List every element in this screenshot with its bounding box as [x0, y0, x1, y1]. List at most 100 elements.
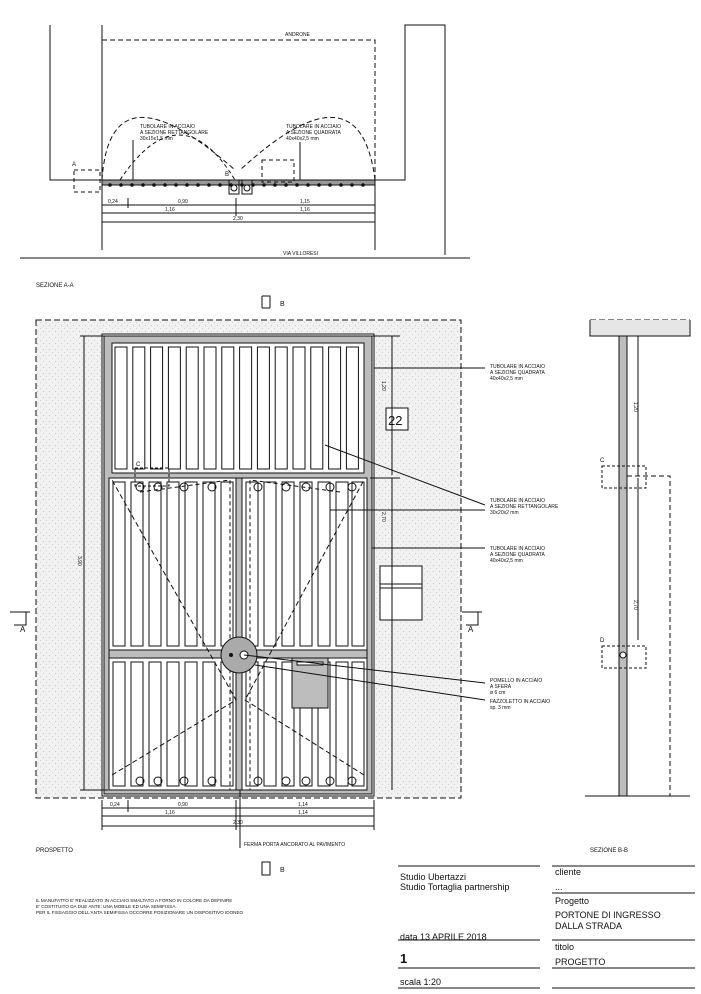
plan-mark-a: A [72, 162, 76, 168]
callout-4-line-2: A SFERA [490, 684, 512, 690]
leaf-bar-upper [281, 481, 295, 647]
leaf-bar-upper [220, 481, 234, 647]
leaf-bar-lower [112, 661, 126, 787]
title-block [398, 865, 695, 989]
leaf-bar-upper [317, 481, 331, 647]
stud-icon [185, 183, 189, 187]
scroll-ornaments [135, 482, 357, 786]
title-value: PROGETTO [555, 957, 605, 967]
prospetto-label: PROSPETTO [36, 848, 73, 854]
transom-bar [114, 346, 128, 470]
callout-1-line-1: TUBOLARE IN ACCIAIO [490, 364, 545, 370]
client-label: cliente [555, 867, 581, 877]
transom-bar [345, 346, 359, 470]
leaf-bar-lower [335, 661, 349, 787]
stud-icon [350, 183, 354, 187]
transom-panel [111, 342, 365, 474]
leaf-bar-upper [245, 481, 259, 647]
stud-icon [108, 183, 112, 187]
knob-gusset [220, 636, 258, 674]
plan-dim-2: 0,90 [178, 199, 188, 205]
stud-icon [361, 183, 365, 187]
note-line-1: IL MANUFATTO E' REALIZZATO IN ACCIAIO SM… [36, 898, 232, 903]
bb-mark-c: C [600, 458, 605, 464]
stud-icon [262, 183, 266, 187]
leaf-bar-upper [184, 481, 198, 647]
transom-bar [203, 346, 217, 470]
section-bb-view [585, 319, 691, 797]
stud-icon [339, 183, 343, 187]
plan-callout-left-3: 30x15x1,5 mm [140, 136, 173, 142]
scroll-icon [153, 776, 163, 786]
plan-callout-left-1: TUBOLARE IN ACCIAIO [140, 124, 195, 130]
transom-bar [274, 346, 288, 470]
bb-dim-top: 1,20 [632, 402, 638, 412]
project-line-2: DALLA STRADA [555, 921, 622, 931]
note-line-3: PER IL FISSAGGIO DELL'ANTA SEMIFISSA OCC… [36, 910, 244, 915]
transom-bar [185, 346, 199, 470]
leaf-bar-upper [263, 481, 277, 647]
drawing-date: data 13 APRILE 2018 [400, 932, 487, 942]
studio-name-2: Studio Tortaglia partnership [400, 882, 509, 892]
stud-icon [328, 183, 332, 187]
title-label: titolo [555, 942, 574, 952]
leaf-bar-lower [202, 661, 216, 787]
scroll-icon [153, 482, 163, 492]
swing-line-left [111, 479, 237, 776]
elev-mark-c: C [136, 462, 141, 468]
scroll-icon [253, 482, 263, 492]
plan-view [20, 24, 470, 259]
plan-dim-total: 2,30 [233, 216, 243, 222]
stud-icon [284, 183, 288, 187]
scroll-icon [179, 776, 189, 786]
stud-icon [174, 183, 178, 187]
elev-dim-3: 1,14 [298, 802, 308, 808]
stud-icon [119, 183, 123, 187]
note-line-2: E' COSTITUITO DA DUE ANTE: UNA MOBILE ED… [36, 904, 177, 909]
elev-dim-top: 1,20 [380, 381, 386, 391]
stud-icon [306, 183, 310, 187]
elev-dim-2: 0,90 [178, 802, 188, 808]
scroll-icon [207, 776, 217, 786]
stud-icon [273, 183, 277, 187]
ferma-porta-label: FERMA PORTA ANCORATO AL PAVIMENTO [244, 842, 345, 848]
elev-dim-total: 2,30 [233, 820, 243, 826]
transom-bar [292, 346, 306, 470]
elev-dim-5: 1,14 [298, 810, 308, 816]
leaf-bar-upper [351, 481, 365, 647]
callout-5-line-2: sp. 3 mm [490, 705, 511, 711]
leaf-bar-lower [184, 661, 198, 787]
callout-2-line-1: TUBOLARE IN ACCIAIO [490, 498, 545, 504]
stud-icon [295, 183, 299, 187]
callout-2-line-2: A SEZIONE RETTANGOLARE [490, 504, 559, 510]
plan-dim-4: 1,16 [165, 207, 175, 213]
leaf-bar-lower [281, 661, 295, 787]
transom-bar [328, 346, 342, 470]
elev-mark-a-right: A [468, 625, 474, 634]
elev-dim-4: 1,16 [165, 810, 175, 816]
stud-icon [218, 183, 222, 187]
section-aa-title: SEZIONE A-A [36, 283, 74, 289]
elevation-view [10, 295, 486, 876]
leaf-bar-upper [148, 481, 162, 647]
scroll-icon [179, 482, 189, 492]
plan-callout-right-1: TUBOLARE IN ACCIAIO [286, 124, 341, 130]
elev-mark-a-left: A [20, 625, 26, 634]
scroll-icon [301, 776, 311, 786]
transom-bar [310, 346, 324, 470]
scroll-icon [281, 482, 291, 492]
leaf-bar-lower [148, 661, 162, 787]
lock-dot-icon [229, 653, 233, 657]
scroll-icon [135, 482, 145, 492]
leaf-bar-lower [220, 661, 234, 787]
callout-4-line-1: POMELLO IN ACCIAIO [490, 678, 542, 684]
plan-dim-3: 1,15 [300, 199, 310, 205]
plan-callout-right-2: A SEZIONE QUADRATA [286, 130, 341, 136]
plan-dim-1: 0,24 [108, 199, 118, 205]
leaf-bar-upper [166, 481, 180, 647]
project-line-1: PORTONE DI INGRESSO [555, 910, 661, 920]
leaf-bar-lower [130, 661, 144, 787]
scroll-icon [347, 482, 357, 492]
section-bb-title: SEZIONE B-B [590, 848, 628, 854]
